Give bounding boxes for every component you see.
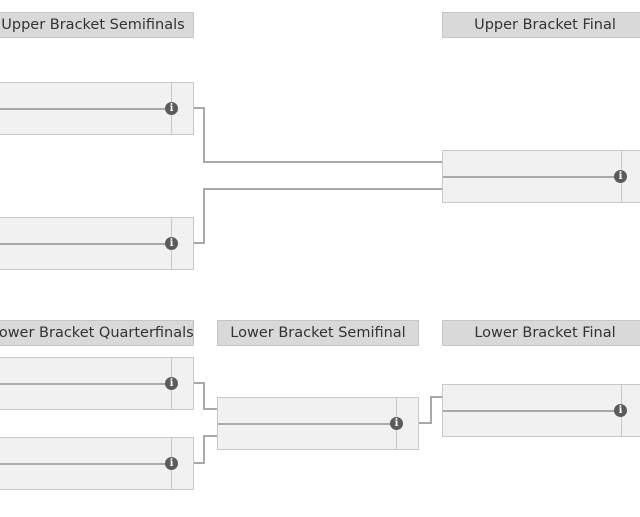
info-icon[interactable]: i [614, 404, 627, 417]
info-icon[interactable]: i [165, 377, 178, 390]
match-lower-semifinal[interactable]: i [217, 397, 419, 450]
match-lower-final[interactable]: i [442, 384, 640, 437]
info-icon[interactable]: i [614, 170, 627, 183]
round-header-lower-final: Lower Bracket Final [442, 320, 640, 346]
bracket-connector [203, 107, 205, 163]
match-lower-quarterfinal-1[interactable]: i [0, 357, 194, 410]
bracket-connector [203, 435, 217, 437]
bracket-connector [203, 408, 217, 410]
bracket-connector [194, 382, 204, 384]
bracket-connector [203, 382, 205, 410]
bracket-connector [203, 188, 442, 190]
bracket-connector [203, 435, 205, 464]
bracket-connector [203, 161, 442, 163]
bracket-connector [430, 396, 432, 424]
match-upper-semifinal-1[interactable]: i [0, 82, 194, 135]
round-header-lower-semifinal: Lower Bracket Semifinal [217, 320, 419, 346]
info-icon[interactable]: i [165, 457, 178, 470]
info-icon[interactable]: i [165, 102, 178, 115]
bracket-connector [419, 422, 431, 424]
bracket-connector [194, 242, 204, 244]
round-header-lower-quarterfinals: Lower Bracket Quarterfinals [0, 320, 194, 346]
info-icon[interactable]: i [390, 417, 403, 430]
match-lower-quarterfinal-2[interactable]: i [0, 437, 194, 490]
bracket-connector [194, 107, 204, 109]
match-upper-semifinal-2[interactable]: i [0, 217, 194, 270]
bracket-connector [194, 462, 204, 464]
bracket-connector [430, 396, 442, 398]
info-icon[interactable]: i [165, 237, 178, 250]
bracket-connector [203, 188, 205, 244]
round-header-upper-semifinals: Upper Bracket Semifinals [0, 12, 194, 38]
match-upper-final[interactable]: i [442, 150, 640, 203]
round-header-upper-final: Upper Bracket Final [442, 12, 640, 38]
